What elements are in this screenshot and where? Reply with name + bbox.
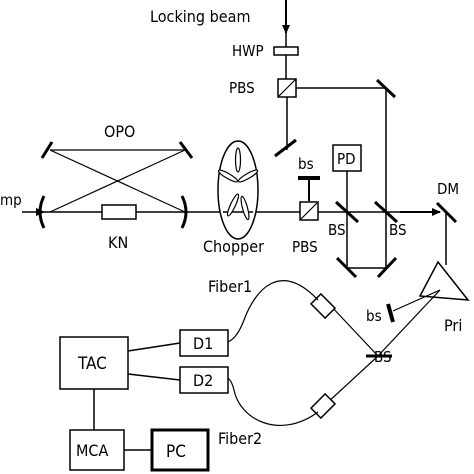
bs-block-right-label: bs bbox=[366, 307, 382, 325]
pc-label: PC bbox=[166, 442, 186, 462]
mca-box bbox=[69, 429, 125, 471]
bs-to-coupler2 bbox=[325, 355, 379, 405]
d2-label: D2 bbox=[193, 371, 213, 390]
d2-box bbox=[179, 366, 229, 394]
fiber2-label: Fiber2 bbox=[218, 429, 262, 448]
chopper-label: Chopper bbox=[203, 237, 264, 256]
prism-label: Pri bbox=[444, 316, 462, 335]
bs-right-mirror bbox=[373, 200, 399, 224]
prism-to-bs bbox=[377, 289, 441, 357]
fiber-coupler-1 bbox=[309, 292, 337, 320]
d2-to-tac bbox=[127, 373, 181, 381]
pbs-top-label: PBS bbox=[229, 79, 255, 97]
d1-to-tac bbox=[127, 342, 181, 352]
opo-label: OPO bbox=[104, 122, 135, 141]
mca-label: MCA bbox=[76, 441, 108, 460]
opo-beam-cross-2 bbox=[49, 149, 186, 213]
pbs-bottom-cube bbox=[299, 201, 319, 221]
mirror-bottom-left bbox=[335, 256, 358, 279]
locking-beam-label: Locking beam bbox=[150, 7, 250, 26]
bs-left-mirror bbox=[334, 200, 360, 224]
mirror-locking bbox=[274, 138, 297, 158]
pd-label: PD bbox=[337, 150, 356, 168]
tac-box bbox=[59, 336, 129, 390]
d1-box bbox=[179, 329, 229, 357]
fiber1-cable bbox=[227, 280, 319, 343]
bs-block-label: bs bbox=[298, 155, 314, 173]
bs-right-label: BS bbox=[389, 221, 407, 239]
prism-to-block bbox=[392, 289, 441, 312]
pump-label: mp bbox=[0, 191, 22, 209]
bs-left-label: BS bbox=[328, 221, 346, 239]
fiber2-cable bbox=[227, 377, 319, 427]
pbs-top-cube bbox=[277, 78, 297, 98]
mirror-bottom-right bbox=[376, 256, 398, 279]
bs-fiber-label: BS bbox=[374, 348, 392, 366]
hwp-plate bbox=[273, 46, 299, 56]
bs-block-right bbox=[386, 303, 395, 323]
pd-box bbox=[332, 144, 362, 172]
prism bbox=[418, 260, 470, 301]
kn-crystal bbox=[101, 204, 137, 220]
bs-to-coupler1 bbox=[329, 304, 379, 357]
d1-label: D1 bbox=[193, 334, 213, 353]
fiber1-label: Fiber1 bbox=[208, 277, 252, 296]
tac-label: TAC bbox=[77, 354, 107, 374]
hwp-label: HWP bbox=[232, 42, 264, 60]
pc-box bbox=[150, 428, 210, 472]
chopper-wheel bbox=[217, 140, 259, 240]
pbs-bottom-label: PBS bbox=[292, 238, 318, 256]
kn-label: KN bbox=[108, 233, 128, 252]
dm-label: DM bbox=[437, 180, 459, 198]
opo-mirror-top-left bbox=[40, 141, 54, 159]
opo-mirror-top-right bbox=[178, 141, 194, 159]
